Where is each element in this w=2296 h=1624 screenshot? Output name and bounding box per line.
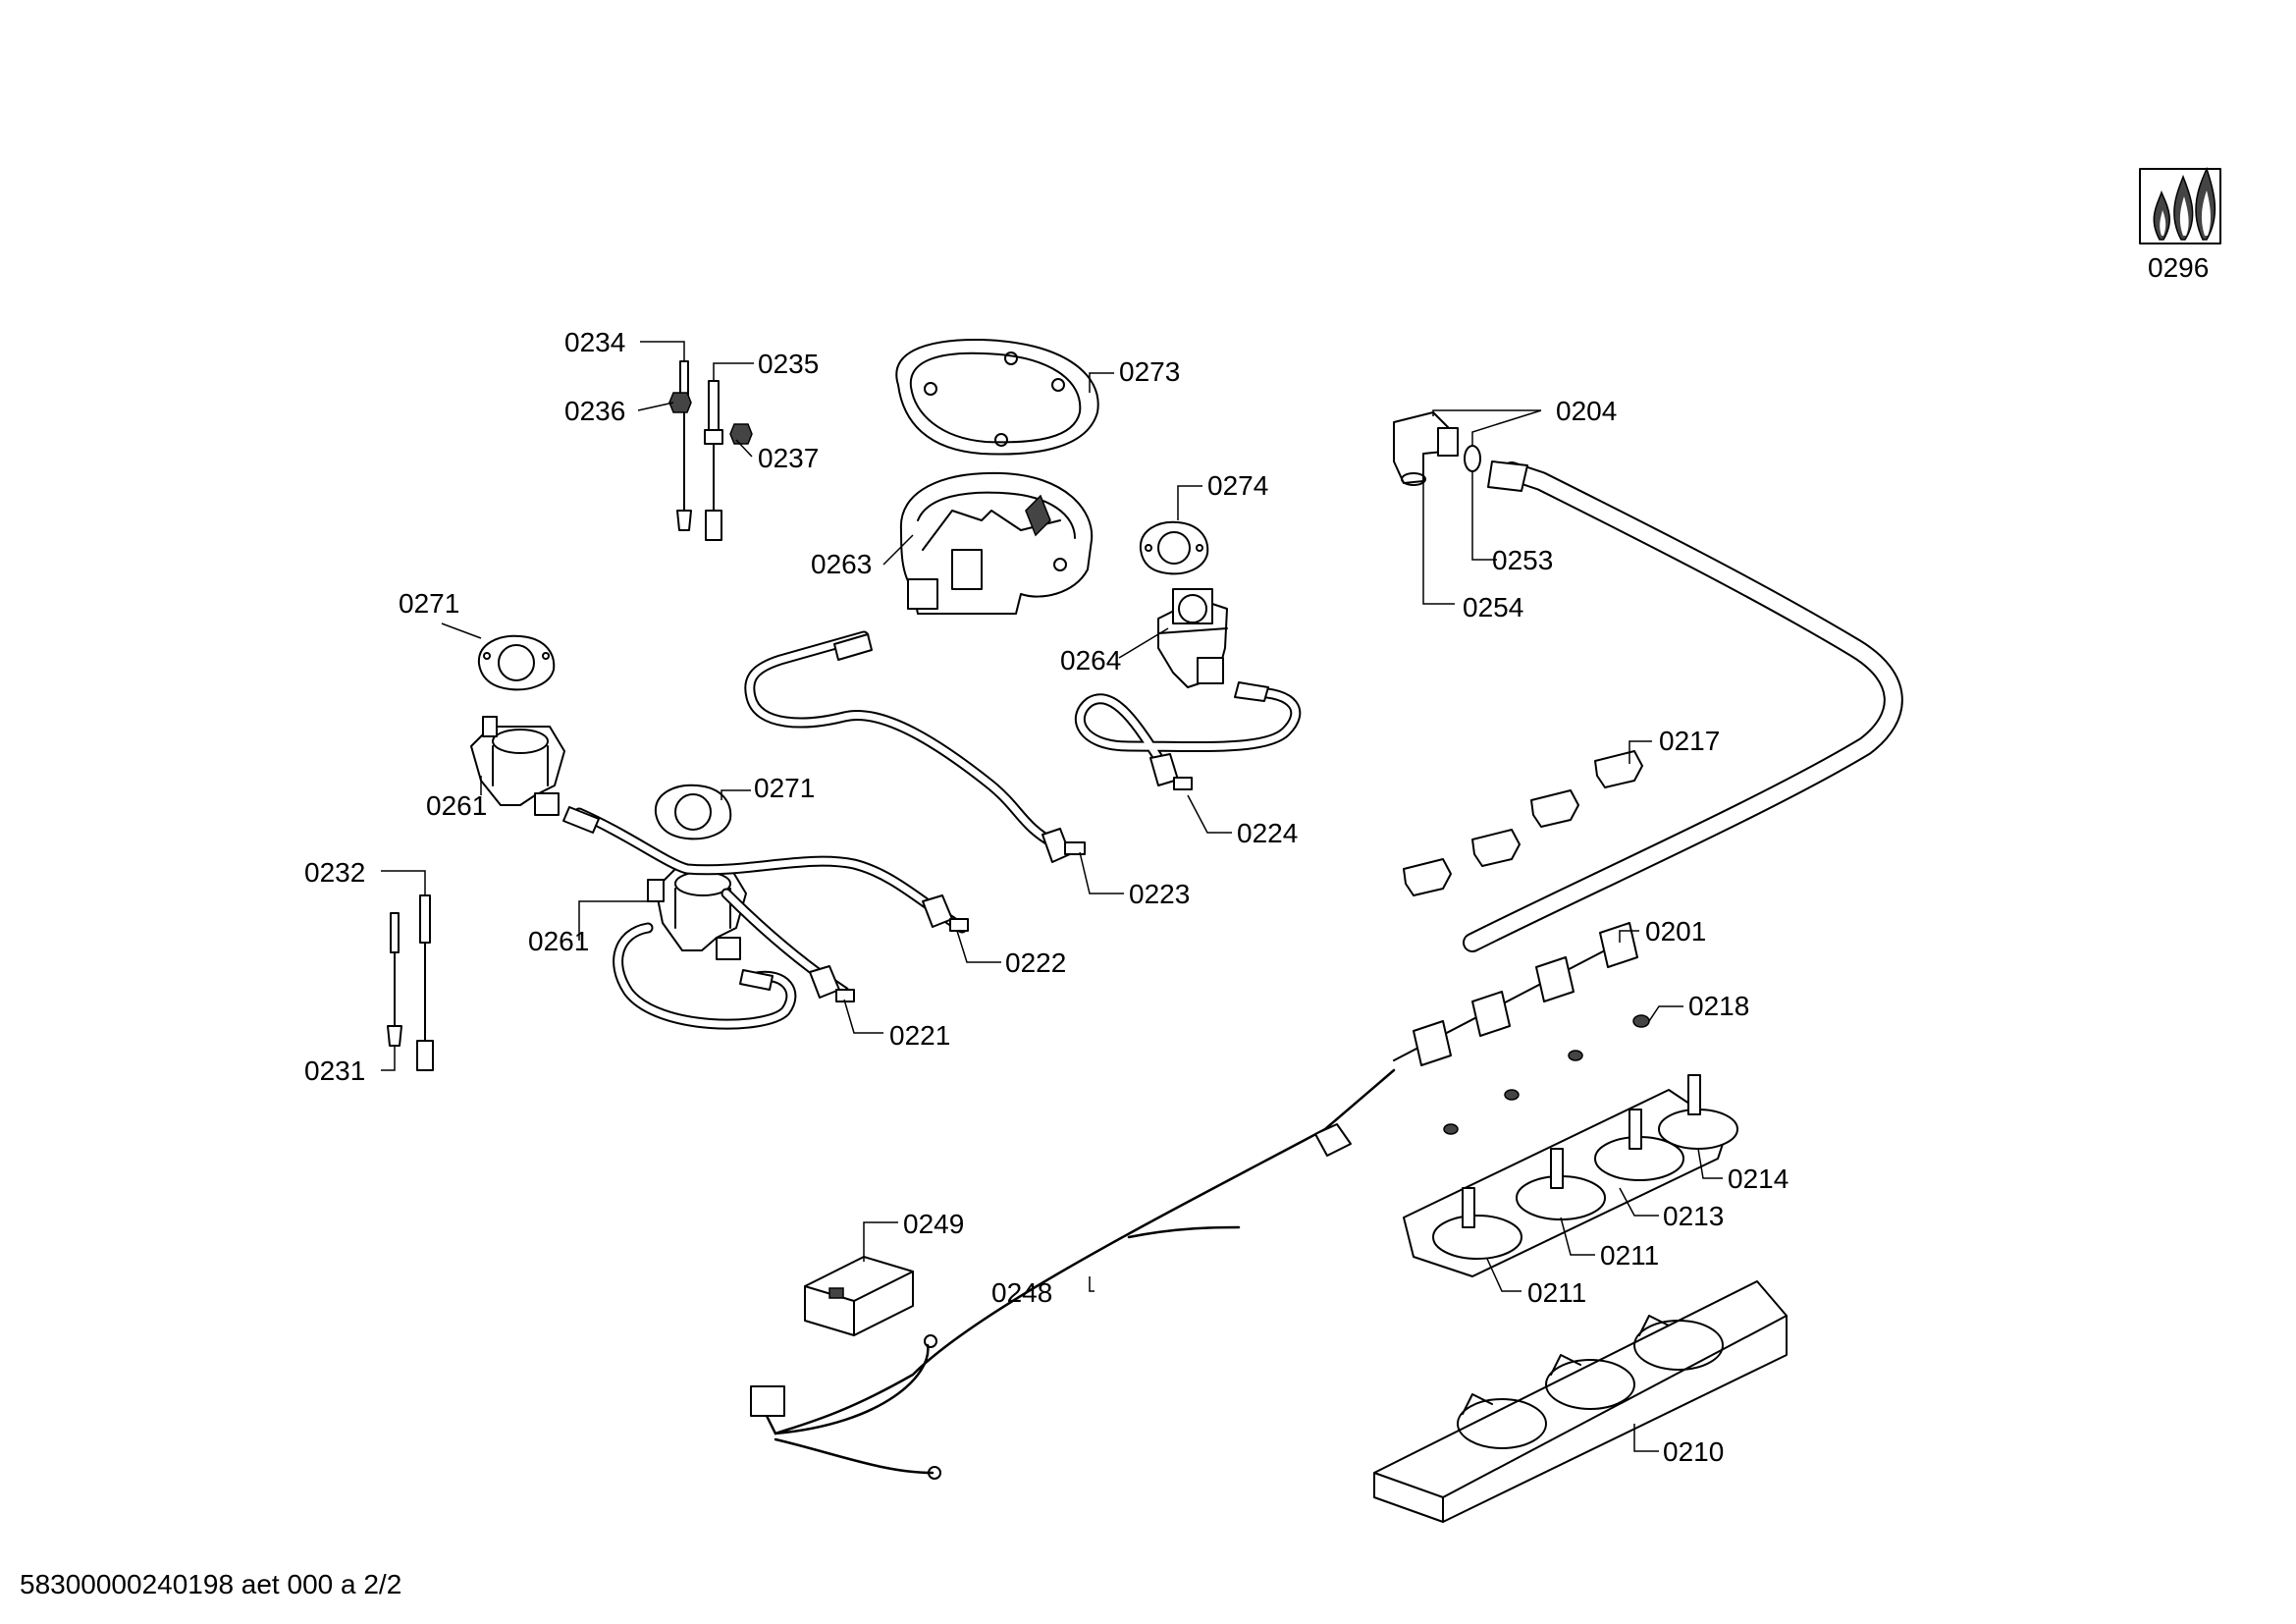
callout-0211-upper: 0211 (1600, 1240, 1659, 1271)
gas-tube-0222 (562, 806, 969, 934)
callout-0217: 0217 (1659, 726, 1720, 756)
thermocouple-0235 (704, 380, 723, 541)
callout-0214: 0214 (1728, 1164, 1789, 1194)
gas-taps (1403, 1074, 1738, 1277)
gasket-0271-upper (477, 634, 556, 691)
nuts-0218 (1443, 1014, 1650, 1135)
callout-0274: 0274 (1207, 470, 1268, 501)
nut-0236 (668, 392, 692, 413)
gas-tube-0221 (613, 888, 855, 1030)
callout-0213: 0213 (1663, 1201, 1724, 1231)
wiring-harness-0248 (750, 1068, 1396, 1480)
callout-0254: 0254 (1463, 592, 1523, 623)
callout-0223: 0223 (1129, 879, 1190, 909)
callout-0234: 0234 (564, 327, 625, 357)
leader-lines (381, 341, 1723, 1452)
callout-0218: 0218 (1688, 991, 1749, 1021)
callout-0221: 0221 (889, 1020, 950, 1051)
ignition-module-0249 (804, 1256, 914, 1336)
callout-0237: 0237 (758, 443, 819, 473)
thermocouple-0234 (676, 360, 692, 531)
callout-0261-lower: 0261 (528, 926, 589, 956)
o-ring-0253 (1464, 445, 1481, 472)
elbow-0254 (1393, 411, 1459, 486)
burner-cup-0261-upper (470, 716, 565, 816)
callout-0235: 0235 (758, 349, 819, 379)
gas-flame-icon (2139, 166, 2221, 244)
callout-0273: 0273 (1119, 356, 1180, 387)
control-panel-frame-0210 (1373, 1280, 1788, 1523)
nut-0237 (729, 423, 753, 445)
callout-0263: 0263 (811, 549, 872, 579)
callout-0296: 0296 (2148, 252, 2209, 283)
callout-0249: 0249 (903, 1209, 964, 1239)
burner-cup-0261-lower (647, 868, 747, 960)
ignition-switch-rail-0201 (1393, 922, 1638, 1066)
gasket-0273 (895, 338, 1099, 456)
callout-0271-lower: 0271 (754, 773, 815, 803)
gas-tube-0223 (744, 630, 1086, 863)
injector-holder-0264 (1157, 588, 1228, 688)
callout-0222: 0222 (1005, 947, 1066, 978)
callout-0231: 0231 (304, 1056, 365, 1086)
callout-0264: 0264 (1060, 645, 1121, 676)
callout-0201: 0201 (1645, 916, 1706, 947)
callout-0261-upper: 0261 (426, 790, 487, 821)
thermocouple-0232 (416, 894, 434, 1071)
callout-0210: 0210 (1663, 1436, 1724, 1467)
callout-0232: 0232 (304, 857, 365, 888)
callout-0204: 0204 (1556, 396, 1617, 426)
clip-0217 (1403, 750, 1643, 896)
gasket-0271-lower (654, 784, 732, 840)
thermocouple-0231 (387, 912, 402, 1047)
burner-base-0263 (899, 471, 1094, 615)
callout-0236: 0236 (564, 396, 625, 426)
gas-tube-0224 (1075, 681, 1302, 790)
callout-0224: 0224 (1237, 818, 1298, 848)
gasket-0274 (1139, 520, 1209, 575)
callout-0211-lower: 0211 (1527, 1277, 1586, 1308)
callout-0248: 0248 (991, 1277, 1052, 1308)
callout-labels: 0296 0234 0235 0236 0237 0273 0204 0274 … (304, 252, 2209, 1467)
main-gas-pipe (1463, 460, 1903, 952)
callout-0271-upper: 0271 (399, 588, 459, 619)
callout-0253: 0253 (1492, 545, 1553, 575)
document-code: 58300000240198 aet 000 a 2/2 (20, 1569, 402, 1599)
